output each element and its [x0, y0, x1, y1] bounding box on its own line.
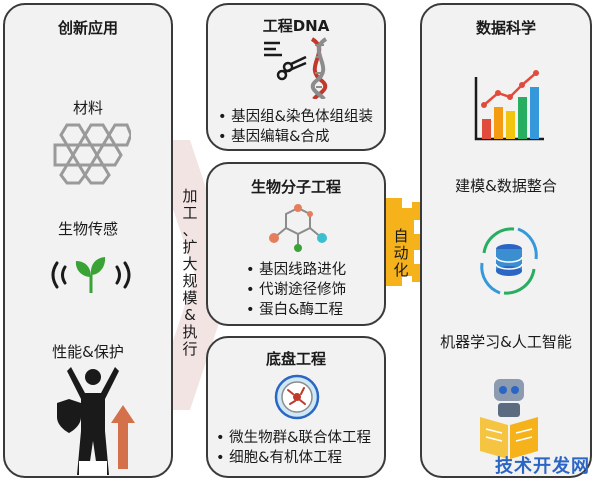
person-shield-icon — [57, 367, 135, 475]
performance-label: 性能&保护 — [52, 343, 124, 361]
arrow-char: 大 — [182, 255, 198, 273]
panel-title: 生物分子工程 — [250, 178, 341, 196]
bullet-item: 基因线路进化 — [246, 260, 346, 280]
bullet-item: 蛋白&酶工程 — [246, 300, 346, 320]
dna-scissors-icon — [264, 37, 328, 99]
arrow-char: 扩 — [182, 238, 198, 256]
arrow-char: 工 — [182, 204, 198, 222]
ml-ai-label: 机器学习&人工智能 — [440, 333, 572, 351]
panel-title: 工程DNA — [262, 17, 330, 35]
bullet-item: 基因编辑&合成 — [218, 127, 373, 147]
database-cycle-icon — [480, 227, 538, 295]
gear-char: 自 — [393, 227, 409, 245]
modeling-label: 建模&数据整合 — [455, 177, 557, 195]
molecular-bullet-list: 基因线路进化 代谢途径修饰 蛋白&酶工程 — [246, 260, 346, 320]
panel-title: 数据科学 — [475, 19, 536, 37]
process-arrow-text: 加工、扩大规模&执行 — [181, 188, 199, 358]
biomolecular-engineering-panel: 生物分子工程 基因线路进化 代谢途径修饰 蛋白&酶工程 — [206, 162, 386, 326]
watermark: 技术开发网 — [495, 456, 590, 477]
dna-bullet-list: 基因组&染色体组组装 基因编辑&合成 — [218, 107, 373, 147]
panel-title: 底盘工程 — [265, 350, 326, 368]
molecule-icon — [269, 204, 327, 252]
arrow-char: 模 — [182, 289, 198, 307]
arrow-char: 执 — [182, 323, 198, 341]
bullet-item: 微生物群&联合体工程 — [216, 428, 371, 448]
microbe-dish-icon — [274, 374, 320, 420]
innovation-panel: 创新应用 材料 生物传感 性能&保护 — [3, 3, 173, 478]
data-science-panel: 数据科学 建模&数据整合 机器学习&人工智能 — [420, 3, 592, 478]
automation-text: 自动化 — [392, 228, 410, 279]
bullet-item: 基因组&染色体组组装 — [218, 107, 373, 127]
plant-signal-icon — [51, 257, 131, 293]
arrow-char: 、 — [182, 221, 198, 239]
chassis-engineering-panel: 底盘工程 微生物群&联合体工程 细胞&有机体工程 — [206, 336, 386, 478]
gear-char: 动 — [393, 244, 409, 262]
gear-char: 化 — [393, 261, 409, 279]
biosensing-label: 生物传感 — [57, 220, 118, 238]
arrow-char: 行 — [182, 340, 198, 358]
panel-title: 创新应用 — [57, 19, 118, 37]
bullet-item: 代谢途径修饰 — [246, 280, 346, 300]
robot-book-icon — [480, 379, 538, 459]
arrow-char: & — [184, 306, 196, 324]
bar-chart-icon — [474, 70, 544, 141]
bullet-item: 细胞&有机体工程 — [216, 448, 371, 468]
hexagon-lattice-icon — [53, 123, 131, 185]
dna-engineering-panel: 工程DNA 基因组&染色体组组装 基因编辑&合成 — [206, 3, 386, 151]
chassis-bullet-list: 微生物群&联合体工程 细胞&有机体工程 — [216, 428, 371, 468]
arrow-char: 加 — [182, 187, 198, 205]
gear-icon — [380, 198, 424, 286]
material-label: 材料 — [72, 99, 103, 117]
arrow-char: 规 — [182, 272, 198, 290]
